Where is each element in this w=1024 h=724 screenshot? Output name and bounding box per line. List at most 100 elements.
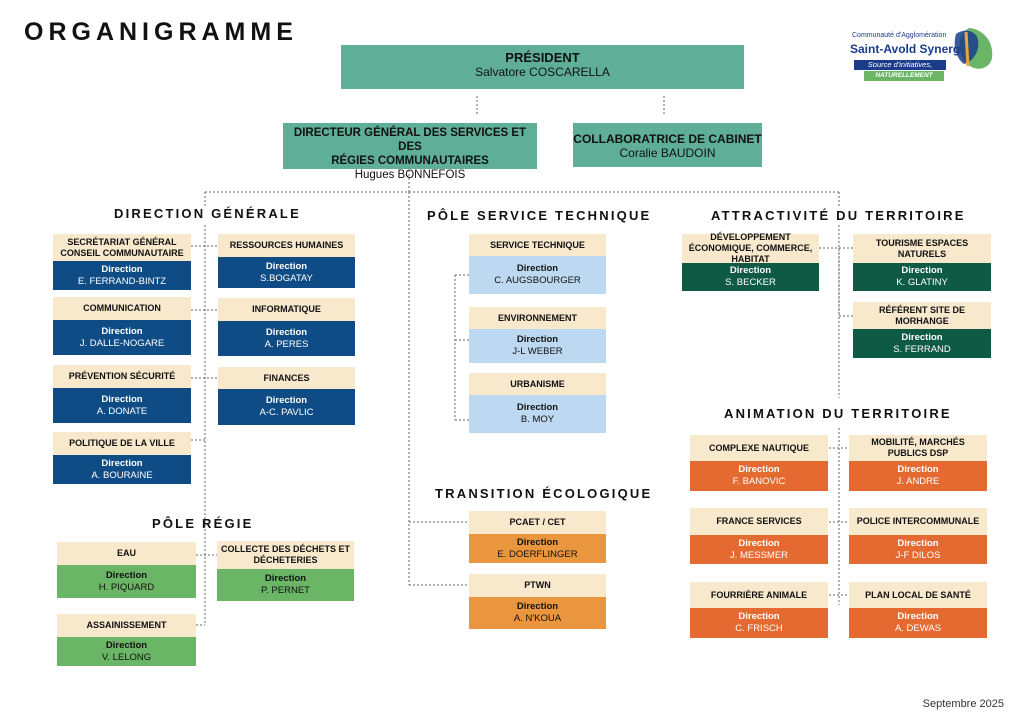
director-name: A-C. PAVLIC	[259, 407, 314, 418]
director-name: H. PIQUARD	[98, 581, 155, 593]
direction-title: Direction	[105, 569, 148, 581]
director-name: A. N'KOUA	[513, 613, 562, 624]
president-box: PRÉSIDENT Salvatore COSCARELLA	[341, 45, 744, 89]
cabinet-box: COLLABORATRICE DE CABINET Coralie BAUDOI…	[573, 123, 762, 167]
direction-title: Direction	[101, 393, 143, 405]
director-name: E. FERRAND-BINTZ	[77, 275, 167, 287]
section-pole-service-technique: PÔLE SERVICE TECHNIQUE	[427, 208, 652, 223]
direction-title: Direction	[105, 639, 148, 651]
cabinet-name: Coralie BAUDOIN	[619, 146, 716, 160]
card-label: SERVICE TECHNIQUE	[469, 234, 606, 256]
section-attractivite: ATTRACTIVITÉ DU TERRITOIRE	[711, 208, 966, 223]
card-label: SECRÉTARIAT GÉNÉRAL CONSEIL COMMUNAUTAIR…	[53, 234, 191, 261]
card-label: URBANISME	[469, 373, 606, 395]
card-label: PCAET / CET	[469, 511, 606, 534]
direction-title: Direction	[265, 395, 308, 406]
direction-title: Direction	[516, 601, 559, 612]
dgs-role-line1: DIRECTEUR GÉNÉRAL DES SERVICES ET DES	[293, 127, 527, 153]
section-direction-generale: DIRECTION GÉNÉRALE	[114, 206, 301, 221]
director-name: J-F DILOS	[895, 549, 941, 561]
card-label: COMPLEXE NAUTIQUE	[690, 435, 828, 461]
section-transition: TRANSITION ÉCOLOGIQUE	[435, 486, 653, 501]
card-label: PTWN	[469, 574, 606, 597]
president-name: Salvatore COSCARELLA	[475, 65, 610, 79]
date-label: Septembre 2025	[922, 698, 1004, 710]
direction-title: Direction	[516, 263, 559, 274]
direction-title: Direction	[901, 265, 943, 276]
direction-title: Direction	[101, 325, 143, 337]
director-name: V. LELONG	[101, 651, 152, 663]
card-label: POLITIQUE DE LA VILLE	[53, 432, 191, 455]
director-name: B. MOY	[520, 414, 555, 425]
logo-tag2: NATURELLEMENT	[864, 71, 944, 81]
director-name: E. DOERFLINGER	[497, 548, 578, 560]
direction-title: Direction	[901, 331, 943, 343]
dgs-box: DIRECTEUR GÉNÉRAL DES SERVICES ET DES RÉ…	[283, 123, 537, 181]
card-label: FOURRIÈRE ANIMALE	[690, 582, 828, 608]
card-label: ASSAINISSEMENT	[57, 614, 196, 637]
card-label: EAU	[57, 542, 196, 565]
direction-title: Direction	[897, 611, 939, 622]
director-name: J. ANDRE	[896, 476, 940, 487]
direction-title: Direction	[738, 611, 780, 622]
section-animation: ANIMATION DU TERRITOIRE	[724, 406, 952, 421]
card-label: DÉVELOPPEMENT ÉCONOMIQUE, COMMERCE, HABI…	[682, 232, 819, 264]
director-name: S.BOGATAY	[260, 272, 313, 284]
card-label: ENVIRONNEMENT	[469, 307, 606, 329]
director-name: F. BANOVIC	[732, 476, 786, 487]
direction-title: Direction	[738, 464, 780, 475]
cabinet-role: COLLABORATRICE DE CABINET	[573, 132, 762, 146]
direction-title: Direction	[897, 464, 939, 475]
direction-title: Direction	[101, 263, 143, 275]
logo-line2: Saint-Avold Synergie	[850, 42, 971, 56]
direction-title: Direction	[265, 326, 308, 338]
direction-title: Direction	[516, 402, 559, 413]
page-title: ORGANIGRAMME	[24, 18, 298, 46]
director-name: C. FRISCH	[735, 623, 783, 634]
card-label: COLLECTE DES DÉCHETS ET DÉCHETERIES	[217, 541, 354, 569]
section-pole-regie: PÔLE RÉGIE	[152, 516, 254, 531]
dgs-role-line2: RÉGIES COMMUNAUTAIRES	[331, 155, 489, 167]
card-label: COMMUNICATION	[53, 297, 191, 320]
director-name: A. DEWAS	[894, 623, 942, 634]
card-label: PRÉVENTION SÉCURITÉ	[53, 365, 191, 388]
card-secretariat: SECRÉTARIAT GÉNÉRAL CONSEIL COMMUNAUTAIR…	[53, 234, 191, 290]
director-name: A. DONATE	[96, 405, 148, 417]
logo-tag1: Source d'initiatives,	[854, 60, 946, 70]
direction-title: Direction	[897, 537, 939, 549]
direction-title: Direction	[516, 536, 559, 548]
dgs-name: Hugues BONNEFOIS	[354, 169, 466, 181]
card-label: INFORMATIQUE	[218, 298, 355, 321]
